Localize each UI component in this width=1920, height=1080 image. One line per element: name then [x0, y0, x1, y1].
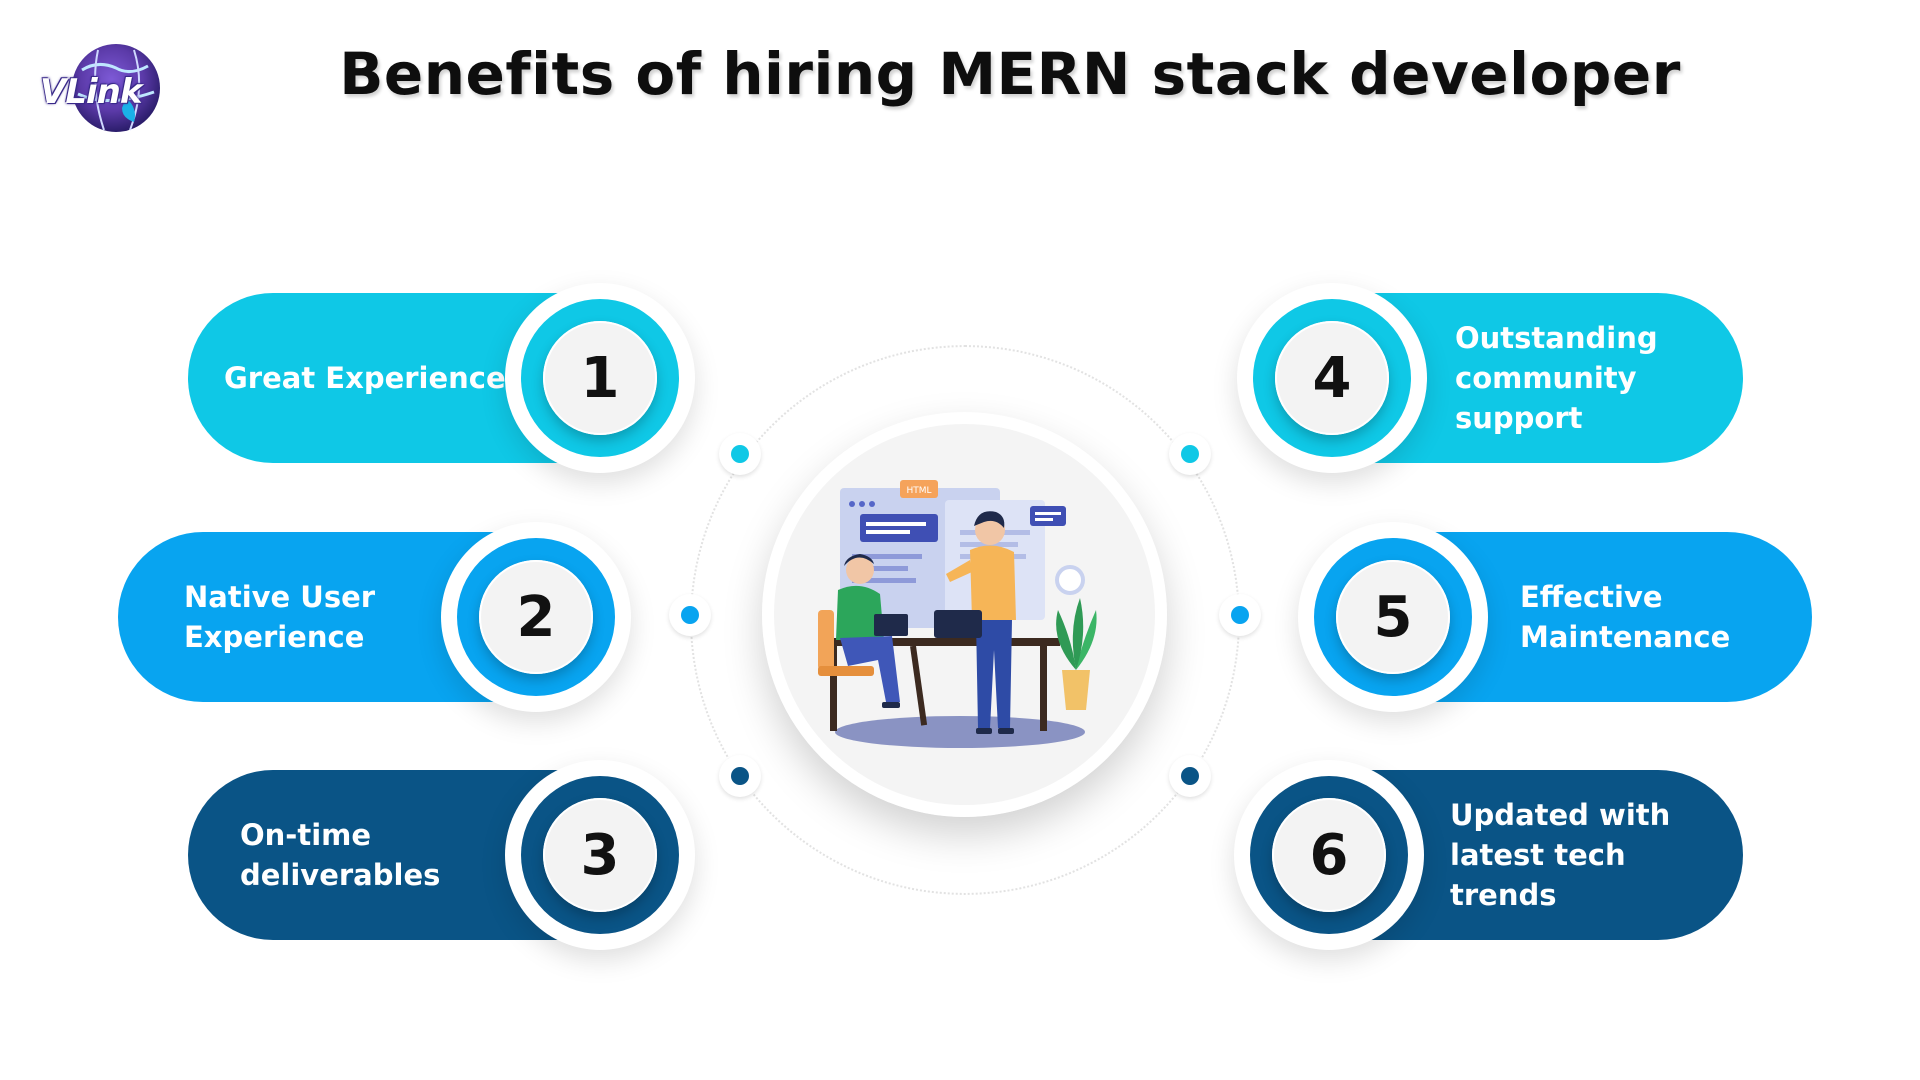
number-badge-3: 3	[505, 760, 695, 950]
connector-dot-1	[719, 433, 761, 475]
connector-dot-6	[1169, 755, 1211, 797]
number-3: 3	[543, 798, 657, 912]
vlink-logo: VLink	[38, 38, 178, 138]
html-badge-text: HTML	[906, 486, 931, 496]
page-title: Benefits of hiring MERN stack developer	[339, 40, 1681, 108]
number-1: 1	[543, 321, 657, 435]
connector-dot-2	[669, 594, 711, 636]
logo-wordmark: VLink	[40, 72, 142, 112]
developers-at-desk-illustration: HTML	[818, 480, 1097, 748]
connector-dot-3	[719, 755, 761, 797]
connector-dot-4	[1169, 433, 1211, 475]
globe-icon	[72, 44, 160, 132]
number-badge-1: 1	[505, 283, 695, 473]
number-6: 6	[1272, 798, 1386, 912]
number-badge-4: 4	[1237, 283, 1427, 473]
number-2: 2	[479, 560, 593, 674]
number-5: 5	[1336, 560, 1450, 674]
number-badge-6: 6	[1234, 760, 1424, 950]
number-badge-5: 5	[1298, 522, 1488, 712]
number-4: 4	[1275, 321, 1389, 435]
number-badge-2: 2	[441, 522, 631, 712]
connector-dot-5	[1219, 594, 1261, 636]
benefit-label-1: Great Experience	[224, 361, 506, 395]
